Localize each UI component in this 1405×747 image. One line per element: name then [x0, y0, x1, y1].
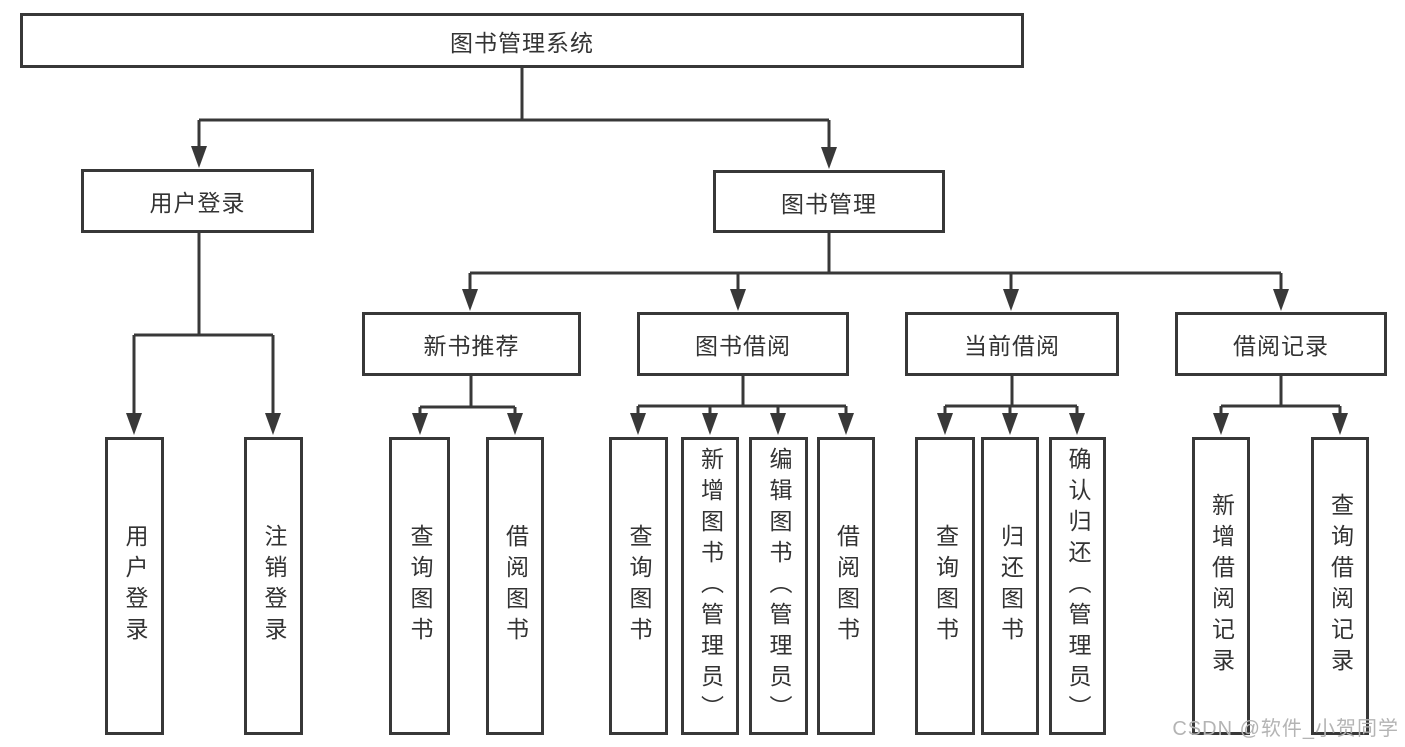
node-label: 图书管理系统 [450, 29, 594, 56]
leaf-add-borrow-record: 新增借阅记录 [1192, 437, 1250, 735]
node-book-management: 图书管理 [713, 170, 945, 233]
node-label: 借阅记录 [1233, 333, 1329, 359]
leaf-borrow-books-recommend: 借阅图书 [486, 437, 544, 735]
node-current-borrow: 当前借阅 [905, 312, 1119, 376]
node-library-system: 图书管理系统 [20, 13, 1024, 68]
leaf-query-books-recommend: 查询图书 [389, 437, 450, 735]
node-label: 新增借阅记录 [1208, 493, 1235, 679]
node-label: 查询图书 [932, 524, 959, 648]
node-label: 借阅图书 [833, 524, 860, 648]
node-label: 用户登录 [122, 524, 148, 648]
leaf-return-books: 归还图书 [981, 437, 1039, 735]
node-book-borrow: 图书借阅 [637, 312, 849, 376]
node-label: 查询图书 [407, 524, 433, 648]
node-label: 当前借阅 [964, 333, 1060, 359]
node-label: 查询图书 [626, 524, 652, 648]
leaf-confirm-return-admin: 确认归还（管理员） [1049, 437, 1106, 735]
node-user-login: 用户登录 [81, 169, 314, 233]
node-new-book-recommend: 新书推荐 [362, 312, 581, 376]
node-label: 查询借阅记录 [1327, 493, 1354, 679]
connector-recommend-to-leaves [412, 376, 523, 435]
node-label: 归还图书 [997, 524, 1024, 648]
node-label: 用户登录 [149, 190, 246, 216]
leaf-logout: 注销登录 [244, 437, 303, 735]
node-label: 借阅图书 [502, 524, 529, 648]
node-borrow-records: 借阅记录 [1175, 312, 1387, 376]
node-label: 确认归还（管理员） [1065, 446, 1091, 726]
node-label: 编辑图书（管理员） [766, 446, 792, 726]
node-label: 图书借阅 [695, 333, 791, 359]
node-label: 图书管理 [781, 190, 877, 217]
watermark-csdn: CSDN @软件_小贺同学 [1172, 718, 1399, 740]
connector-root-to-level2 [191, 68, 837, 169]
connector-current-to-leaves [937, 376, 1085, 435]
connector-login-to-leaves [126, 233, 281, 435]
leaf-query-borrow-record: 查询借阅记录 [1311, 437, 1369, 735]
leaf-edit-books-admin: 编辑图书（管理员） [749, 437, 808, 735]
leaf-borrow-books: 借阅图书 [817, 437, 875, 735]
leaf-query-books-borrow: 查询图书 [609, 437, 668, 735]
connector-management-to-level3 [462, 233, 1289, 311]
connector-borrow-to-leaves [630, 376, 854, 435]
connector-records-to-leaves [1213, 376, 1348, 435]
node-label: 新书推荐 [423, 333, 520, 359]
node-label: 新增图书（管理员） [697, 446, 724, 726]
leaf-query-books-current: 查询图书 [915, 437, 975, 735]
leaf-add-books-admin: 新增图书（管理员） [681, 437, 739, 735]
node-label: 注销登录 [261, 524, 287, 648]
leaf-user-login: 用户登录 [105, 437, 164, 735]
